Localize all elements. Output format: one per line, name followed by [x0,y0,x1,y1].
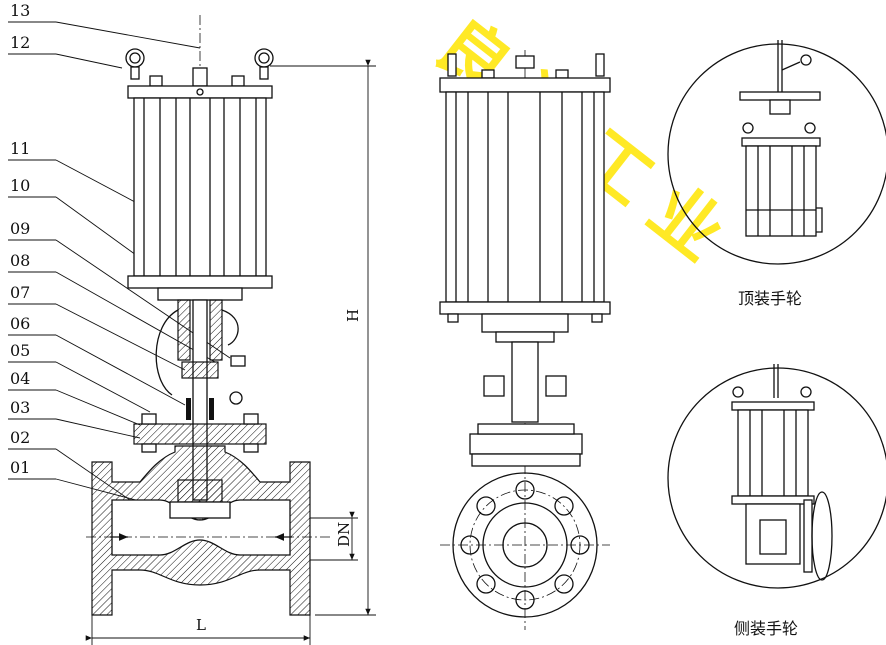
side-handwheel [811,491,833,581]
caption-top-handwheel: 顶装手轮 [738,289,802,308]
caption-side-handwheel: 侧装手轮 [734,619,798,638]
actuator-bottom-plate [127,275,273,289]
front-actuator [445,91,605,303]
part-number-13: 13 [10,1,30,20]
side-handwheel-detail [667,364,886,589]
part-number-07: 07 [10,283,30,302]
dimension-l: L [196,616,206,634]
valve-disc [177,479,223,503]
front-top-plate [439,77,611,93]
top-handwheel-detail [667,40,886,265]
top-handwheel [739,91,821,101]
part-number-08: 08 [10,251,30,270]
actuator-top-plate [127,85,273,99]
part-number-06: 06 [10,314,30,333]
flange-bolt-holes [460,480,590,610]
watermark-char-4: 业 [633,169,739,277]
section-view: DN H L [85,15,376,645]
part-number-03: 03 [10,398,30,417]
bonnet-flange [133,423,267,445]
part-number-10: 10 [10,176,30,195]
front-bonnet [469,433,583,455]
part-number-05: 05 [10,341,30,360]
part-number-01: 01 [10,458,30,477]
lifting-eye-right [254,48,274,80]
actuator-cylinder [133,97,267,277]
part-number-04: 04 [10,369,30,388]
front-view [439,50,611,630]
part-number-09: 09 [10,219,30,238]
lifting-eye-left [125,48,145,80]
dimension-h: H [344,309,362,322]
part-number-02: 02 [10,428,30,447]
part-number-11: 11 [10,139,30,158]
dimension-dn: DN [335,522,353,547]
part-number-12: 12 [10,33,30,52]
